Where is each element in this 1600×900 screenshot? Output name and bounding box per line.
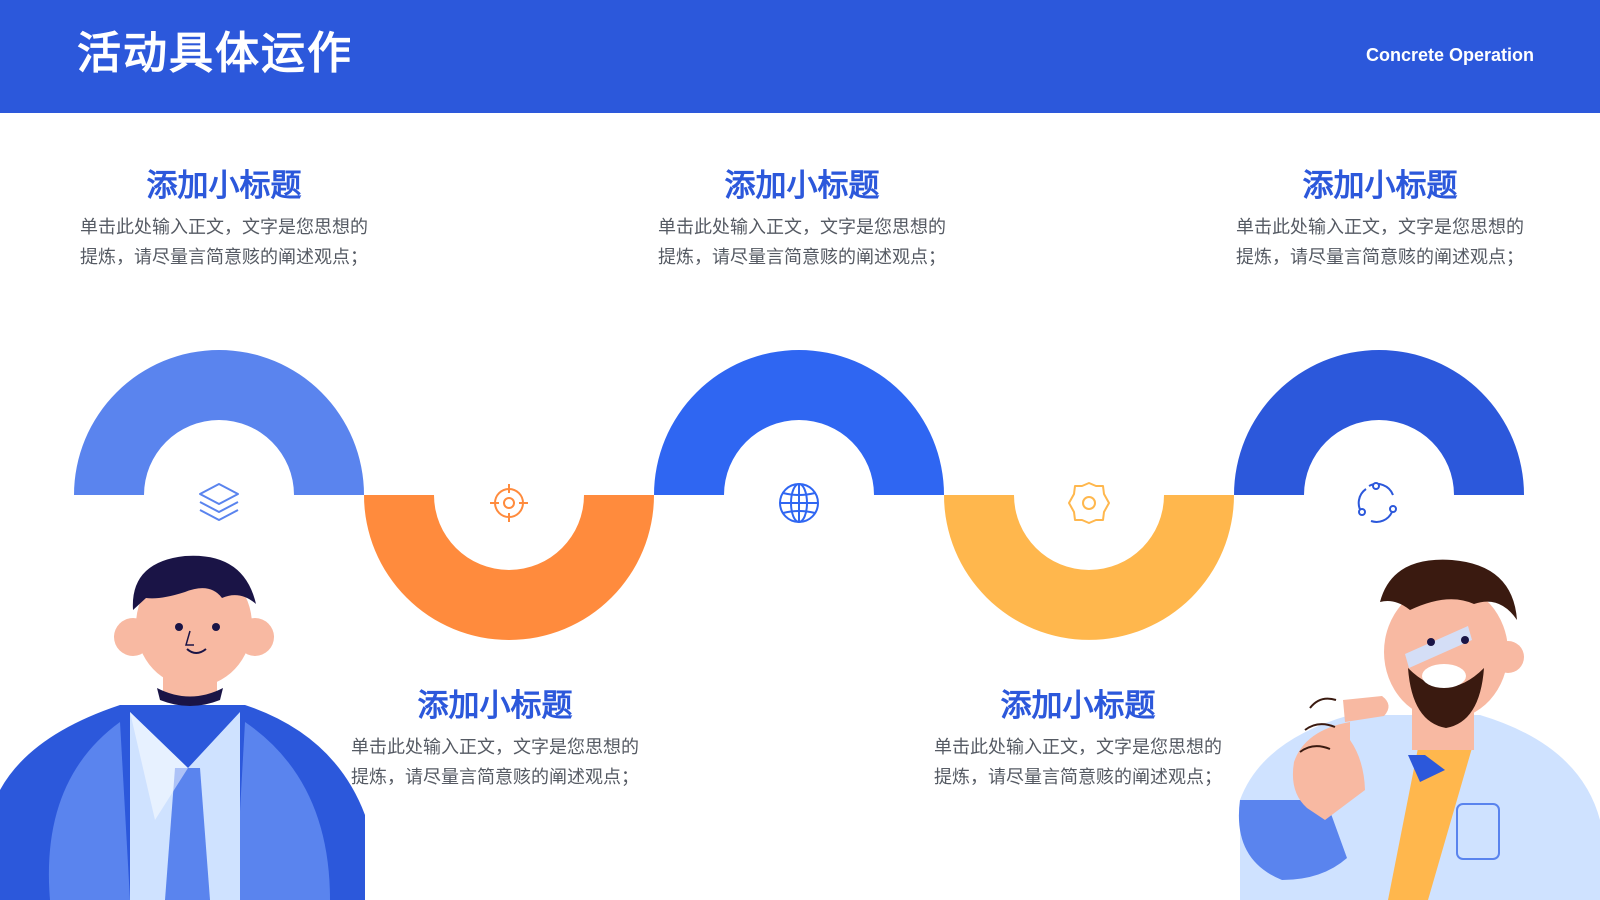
step-4-text: 添加小标题 单击此处输入正文，文字是您思想的提炼，请尽量言简意赅的阐述观点；: [928, 688, 1228, 793]
step-3-title: 添加小标题: [724, 168, 880, 204]
step-4-arch: [944, 495, 1234, 640]
page-subtitle: Concrete Operation: [1365, 45, 1534, 65]
step-2-body: 单击此处输入正文，文字是您思想的提炼，请尽量言简意赅的阐述观点；: [351, 737, 639, 789]
step-3-text: 添加小标题 单击此处输入正文，文字是您思想的提炼，请尽量言简意赅的阐述观点；: [652, 168, 952, 273]
cycle-icon: [1357, 482, 1397, 523]
step-2-text: 添加小标题 单击此处输入正文，文字是您思想的提炼，请尽量言简意赅的阐述观点；: [345, 688, 645, 793]
step-5-body: 单击此处输入正文，文字是您思想的提炼，请尽量言简意赅的阐述观点；: [1236, 217, 1524, 269]
step-1-body: 单击此处输入正文，文字是您思想的提炼，请尽量言简意赅的阐述观点；: [80, 217, 368, 269]
step-2-title: 添加小标题: [417, 688, 573, 724]
header-bar: 活动具体运作 Concrete Operation: [0, 0, 1600, 113]
globe-icon: [779, 483, 819, 523]
businessman-illustration: [0, 555, 365, 900]
step-5-arch: [1234, 350, 1524, 495]
layers-icon: [199, 483, 239, 521]
target-icon: [490, 484, 528, 522]
step-1-arch: [74, 350, 364, 495]
step-5-text: 添加小标题 单击此处输入正文，文字是您思想的提炼，请尽量言简意赅的阐述观点；: [1230, 168, 1530, 273]
step-4-title: 添加小标题: [1000, 688, 1156, 724]
step-5-title: 添加小标题: [1302, 168, 1458, 204]
step-4-body: 单击此处输入正文，文字是您思想的提炼，请尽量言简意赅的阐述观点；: [934, 737, 1222, 789]
step-1-text: 添加小标题 单击此处输入正文，文字是您思想的提炼，请尽量言简意赅的阐述观点；: [74, 168, 374, 273]
page-title: 活动具体运作: [77, 28, 353, 79]
thumbs-up-man-illustration: [1238, 559, 1600, 900]
gear-icon: [1068, 482, 1110, 524]
step-2-arch: [364, 495, 654, 640]
step-3-arch: [654, 350, 944, 495]
step-1-title: 添加小标题: [146, 168, 302, 204]
step-3-body: 单击此处输入正文，文字是您思想的提炼，请尽量言简意赅的阐述观点；: [658, 217, 946, 269]
